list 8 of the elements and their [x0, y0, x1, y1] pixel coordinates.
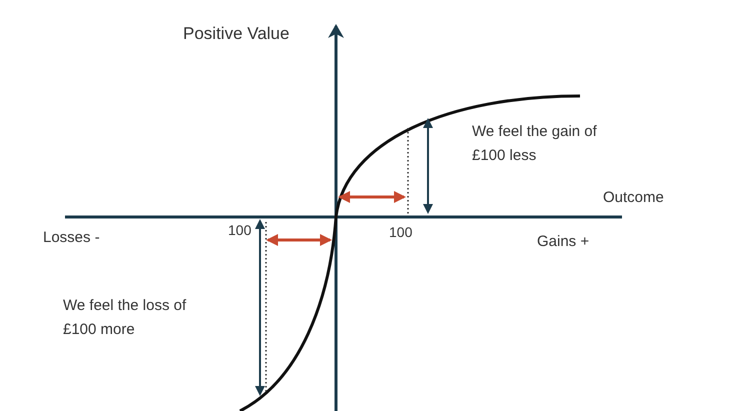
tick-label: 100 [389, 223, 412, 242]
annotation-text: We feel the loss of £100 more [63, 296, 188, 340]
axis-label: Losses - [43, 228, 100, 248]
axis-label: Positive Value [183, 23, 290, 45]
tick-label: 100 [228, 221, 252, 240]
axis-label: Gains + [537, 232, 590, 252]
axis-label: Outcome [603, 188, 664, 208]
annotation-text: We feel the gain of £100 less [472, 122, 598, 166]
